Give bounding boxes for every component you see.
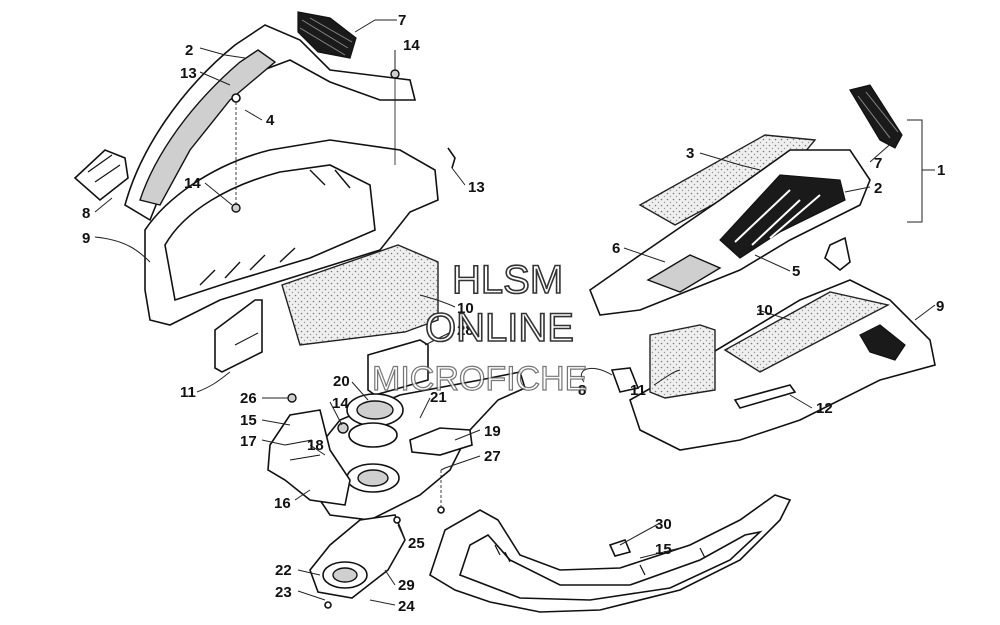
decal-6 [646,254,722,293]
rivet-27 [437,506,445,514]
watermark-line-2: ONLINE [425,306,574,350]
clip-right-part [610,367,640,393]
callout-20: 20 [333,373,350,390]
callout-4: 4 [266,112,275,129]
nut-14-center [337,422,349,434]
callout-25: 25 [408,535,425,552]
callout-5: 5 [792,263,800,280]
hood-upper-inner [139,49,277,206]
nut-14-upper [390,69,400,79]
watermark-line-1: HLSM [452,258,563,302]
callout-29: 29 [398,577,415,594]
trim-strip-12 [733,384,797,409]
clip-30 [608,539,632,557]
callout-8-right: 8 [578,382,586,399]
callout-14-left: 14 [184,175,201,192]
rivet-25 [393,516,401,524]
callout-13-left: 13 [180,65,197,82]
leader-lines [94,19,936,606]
callout-30: 30 [655,516,672,533]
callout-28: 28 [457,322,474,339]
screw-13-right [447,147,456,169]
callout-11-right: 11 [630,382,646,399]
callout-26: 26 [240,390,257,407]
callout-2-right: 2 [874,180,882,197]
duct-ring-lower [348,422,398,448]
right-hood-assembly [589,84,936,451]
callout-19: 19 [484,423,501,440]
side-skid-assembly [429,494,792,613]
hood-upper-part [124,24,417,222]
cover-28 [367,339,429,396]
callout-7-right: 7 [874,155,882,172]
bezel-vent-right [859,324,906,361]
callout-24: 24 [398,598,415,615]
vent-grille-right [849,84,903,149]
callout-7-upper: 7 [398,12,406,29]
watermark: HLSM ONLINE MICROFICHE [371,257,588,398]
insulation-panel-left [281,244,439,346]
callout-9-left: 9 [82,230,90,247]
callout-8-left: 8 [82,205,90,222]
bezel-tab-right [824,236,851,272]
callout-2-left: 2 [185,42,193,59]
bracket-19 [409,427,473,456]
clip-left-part [73,149,129,202]
bezel-inner-opening [164,164,376,302]
side-block-left [214,299,263,373]
screw-13-upper [231,93,241,103]
screw-26 [287,393,297,403]
callout-10-left: 10 [457,300,474,317]
callout-27: 27 [484,448,501,465]
callout-14-center: 14 [332,395,349,412]
callout-1: 1 [937,162,945,179]
callout-11-left: 11 [180,384,196,401]
callout-labels: 7 14 2 13 4 14 13 8 9 10 28 11 3 7 1 2 6… [82,12,945,615]
belly-pan-assembly [267,339,526,609]
callout-13-right: 13 [468,179,485,196]
callout-17: 17 [240,433,257,450]
watermark-line-3: MICROFICHE [372,360,587,398]
callout-6: 6 [612,240,620,257]
bezel-right-part [629,279,936,451]
insulation-panel-right [723,291,891,373]
rivet-23 [324,601,332,609]
callout-3: 3 [686,145,694,162]
callout-22: 22 [275,562,292,579]
air-duct-left [267,409,351,506]
callout-14-upper: 14 [403,37,420,54]
callout-10-right: 10 [756,302,773,319]
left-hood-assembly [73,11,456,373]
decal-strip-3 [638,134,817,226]
callout-15-right: 15 [655,541,672,558]
callout-9-right: 9 [936,298,944,315]
callout-12: 12 [816,400,833,417]
side-skid-inner [458,530,763,601]
callout-23: 23 [275,584,292,601]
nut-14-left [231,203,241,213]
callout-18: 18 [307,437,324,454]
callout-15-left: 15 [240,412,257,429]
side-block-right [649,324,716,399]
callout-16: 16 [274,495,291,512]
callout-21: 21 [430,389,447,406]
